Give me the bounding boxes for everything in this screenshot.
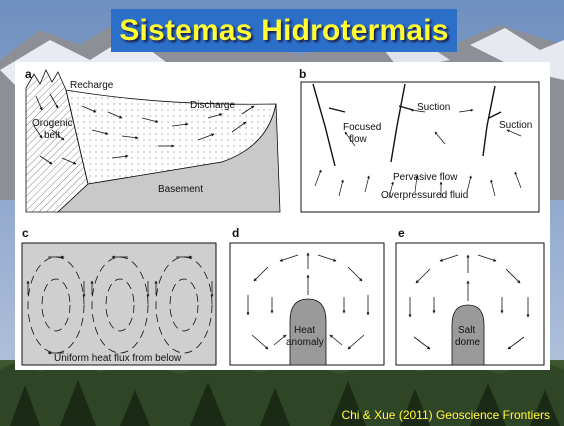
anomaly-label: anomaly xyxy=(286,337,324,348)
focused-label: Focused xyxy=(343,122,381,133)
discharge-label: Discharge xyxy=(190,100,235,111)
panel-b-label: b xyxy=(299,67,306,81)
panel-a-label: a xyxy=(25,67,32,81)
orogenic-label: Orogenic xyxy=(32,118,73,129)
panel-a-diagram: a Recharge Orogenic belt Discharge Basem… xyxy=(22,66,284,214)
panel-e-diagram: e Salt dome xyxy=(394,225,548,367)
heat-flux-caption: Uniform heat flux from below xyxy=(54,353,182,364)
salt-label: Salt xyxy=(458,325,475,336)
panel-b: b Focused flow Suction Suction Pervasive… xyxy=(295,66,545,214)
belt-label: belt xyxy=(44,130,60,141)
overpressured-fluid-label: Overpressured fluid xyxy=(381,190,468,201)
panel-c-diagram: c Uniform heat flux from below xyxy=(20,225,220,367)
dome-label: dome xyxy=(455,337,480,348)
panel-d: d Heat anomaly xyxy=(228,225,388,367)
pervasive-flow-label: Pervasive flow xyxy=(393,172,458,183)
panel-d-diagram: d Heat anomaly xyxy=(228,225,388,367)
panel-e: e Salt dome xyxy=(394,225,548,367)
panel-c-label: c xyxy=(22,226,29,240)
page-title: Sistemas Hidrotermais xyxy=(119,14,448,48)
panel-e-label: e xyxy=(398,226,405,240)
panel-a: a Recharge Orogenic belt Discharge Basem… xyxy=(22,66,284,214)
suction-label-2: Suction xyxy=(499,120,532,131)
flow-label: flow xyxy=(349,134,368,145)
suction-label-1: Suction xyxy=(417,102,450,113)
title-banner: Sistemas Hidrotermais xyxy=(111,9,457,52)
panel-b-diagram: b Focused flow Suction Suction Pervasive… xyxy=(295,66,545,214)
panel-d-label: d xyxy=(232,226,239,240)
panel-c: c Uniform heat flux from below xyxy=(20,225,220,367)
recharge-label: Recharge xyxy=(70,80,114,91)
basement-label: Basement xyxy=(158,184,203,195)
source-credit: Chi & Xue (2011) Geoscience Frontiers xyxy=(341,408,550,422)
heat-label: Heat xyxy=(294,325,315,336)
